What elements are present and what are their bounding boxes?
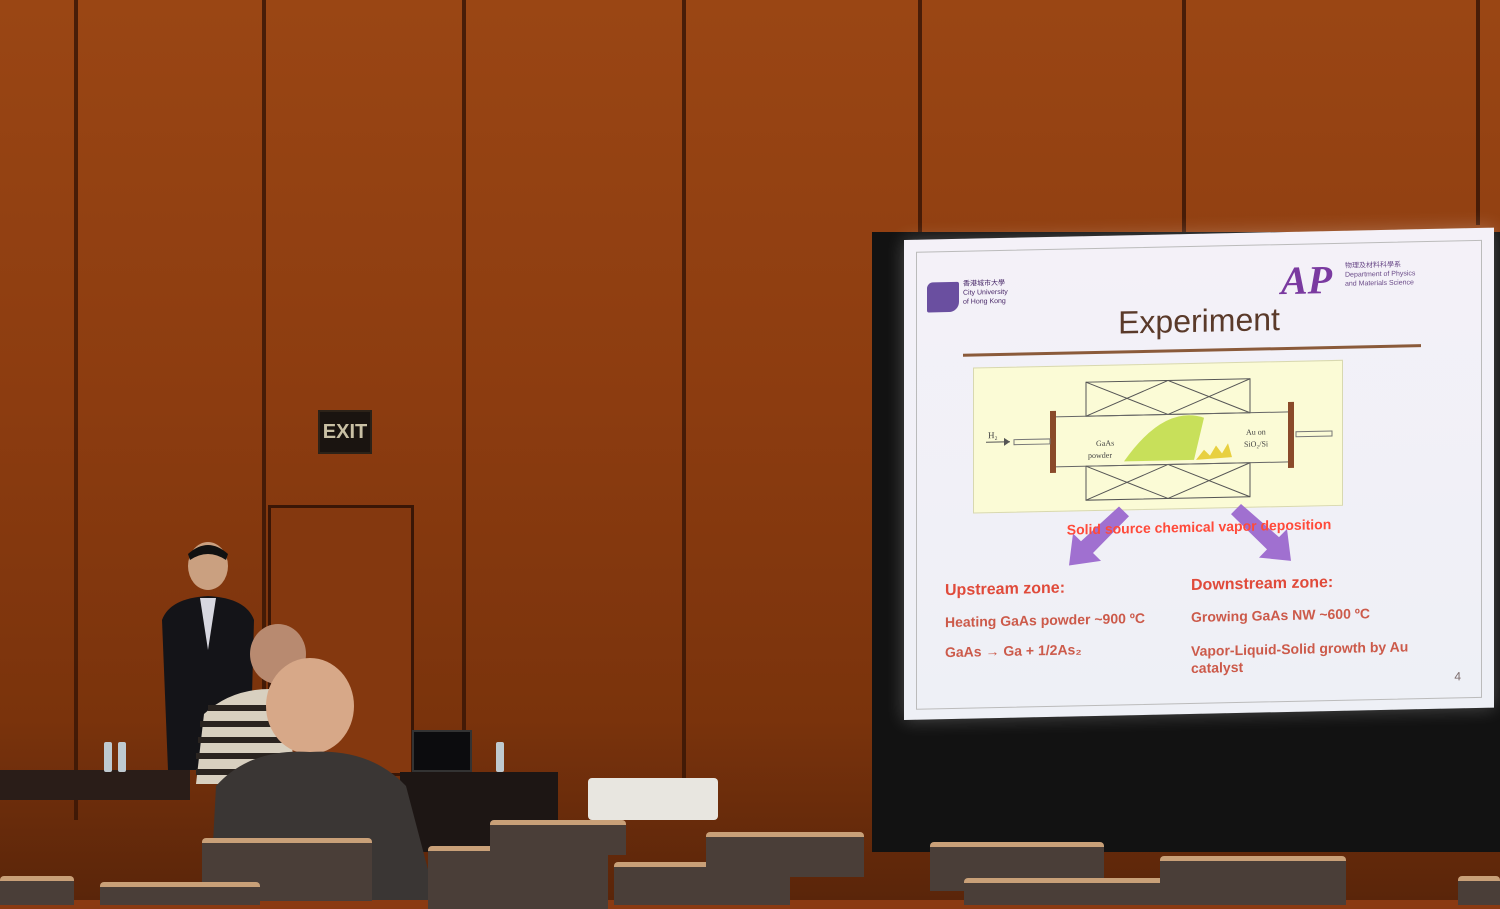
wall-panel-seam [462,0,466,820]
audience-chair [490,820,626,855]
water-bottle [104,742,112,772]
arrow-to-upstream-icon [1069,506,1129,566]
svg-text:H₂: H₂ [988,430,998,440]
projector [588,778,718,820]
audience-chair [1160,856,1346,905]
svg-text:powder: powder [1088,451,1112,461]
water-bottle [118,742,126,772]
title-divider [963,344,1421,357]
slide-page-number: 4 [1454,669,1461,684]
audience-chair [706,832,864,877]
svg-text:SiO₂/Si: SiO₂/Si [1244,439,1269,449]
wall-panel-seam [74,0,78,820]
downstream-heading: Downstream zone: [1191,574,1334,594]
water-bottle [496,742,504,772]
upstream-line-2: GaAs → Ga + 1/2As₂ [945,641,1082,661]
laptop [412,730,472,772]
arrow-to-downstream-icon [1231,503,1291,561]
slide-border: 香港城市大學 City University of Hong Kong AP 物… [916,239,1482,710]
audience-chair [964,878,1164,905]
wall-panel-seam [918,0,922,250]
wall-panel-seam [1182,0,1186,245]
wall-panel-seam [262,0,266,820]
audience-chair [1458,876,1500,905]
presentation-slide: 香港城市大學 City University of Hong Kong AP 物… [904,227,1494,720]
audience-chair [100,882,260,905]
svg-text:GaAs: GaAs [1096,439,1114,448]
upstream-heading: Upstream zone: [945,579,1066,600]
exit-sign: EXIT [318,410,372,454]
slide-caption: Solid source chemical vapor deposition [1066,516,1332,538]
downstream-line-2: Vapor-Liquid-Solid growth by Au [1191,638,1409,659]
cvd-furnace-diagram: H₂ GaAs powder Au on SiO₂/Si [973,359,1343,514]
audience-chair [0,876,74,905]
upstream-line-1: Heating GaAs powder ~900 ºC [945,609,1146,631]
svg-text:Au on: Au on [1246,427,1266,436]
wall-panel-seam [1476,0,1480,225]
wall-panel-seam [682,0,686,820]
downstream-line-1: Growing GaAs NW ~600 ºC [1191,605,1370,625]
front-table [0,770,190,800]
downstream-line-3: catalyst [1191,658,1244,676]
